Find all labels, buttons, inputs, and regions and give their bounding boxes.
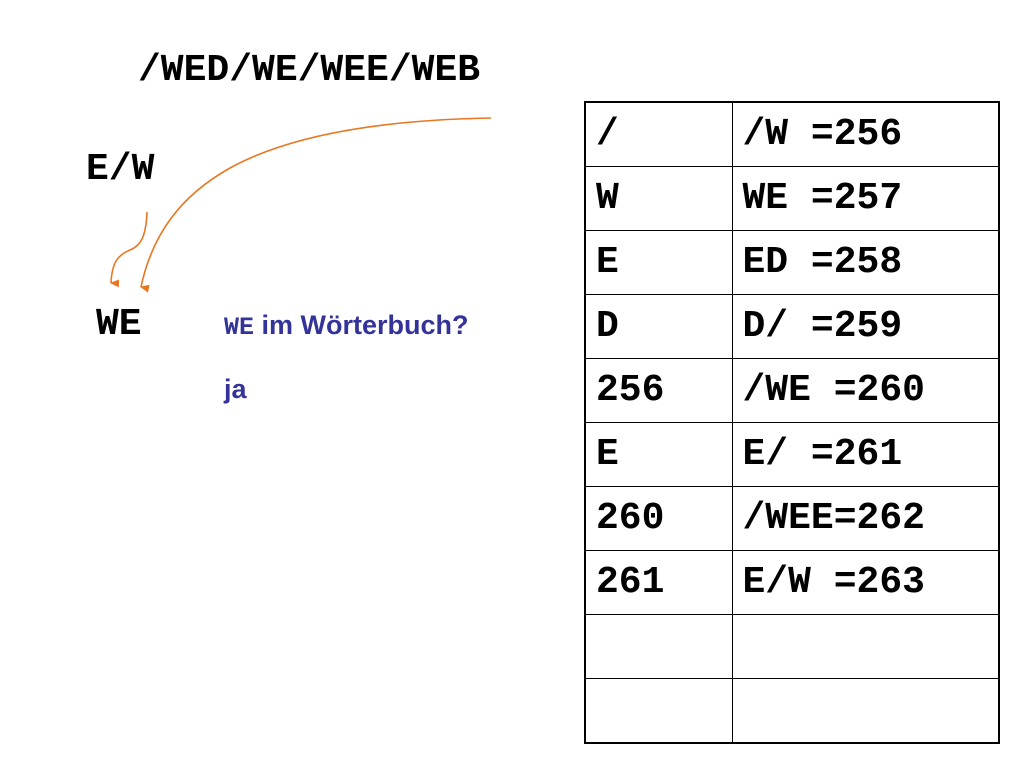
table-row: W WE =257 [584, 166, 1000, 231]
short-arrow [110, 211, 148, 288]
table-row: 260 /WEE=262 [584, 486, 1000, 551]
table-row: D D/ =259 [584, 294, 1000, 359]
code-cell: 260 [584, 486, 733, 551]
table-row: 256 /WE =260 [584, 358, 1000, 423]
table-row: E E/ =261 [584, 422, 1000, 487]
entry-cell: WE =257 [731, 166, 1000, 231]
table-row [584, 614, 1000, 679]
entry-cell [731, 678, 1000, 744]
entry-cell: /WEE=262 [731, 486, 1000, 551]
answer-text: ja [224, 374, 247, 404]
current-prefix: E/W [86, 148, 155, 191]
table-row: / /W =256 [584, 101, 1000, 167]
dictionary-table: / /W =256 W WE =257 E ED =258 D D/ =259 … [584, 101, 1000, 744]
question-text: im Wörterbuch? [254, 310, 469, 340]
current-word: WE [96, 303, 142, 346]
code-cell: 256 [584, 358, 733, 423]
entry-cell [731, 614, 1000, 679]
entry-cell: D/ =259 [731, 294, 1000, 359]
code-cell: E [584, 422, 733, 487]
entry-cell: ED =258 [731, 230, 1000, 295]
code-cell [584, 614, 733, 679]
code-cell: W [584, 166, 733, 231]
question-word: WE [224, 313, 255, 342]
code-cell: D [584, 294, 733, 359]
long-arrow [140, 117, 492, 293]
entry-cell: /W =256 [731, 101, 1000, 167]
code-cell: / [584, 101, 733, 167]
entry-cell: E/ =261 [731, 422, 1000, 487]
table-row: 261 E/W =263 [584, 550, 1000, 615]
table-row: E ED =258 [584, 230, 1000, 295]
code-cell: 261 [584, 550, 733, 615]
table-row [584, 678, 1000, 744]
entry-cell: /WE =260 [731, 358, 1000, 423]
code-cell: E [584, 230, 733, 295]
entry-cell: E/W =263 [731, 550, 1000, 615]
input-string: /WED/WE/WEE/WEB [138, 49, 481, 92]
dictionary-question: WE im Wörterbuch? [224, 306, 469, 347]
code-cell [584, 678, 733, 744]
